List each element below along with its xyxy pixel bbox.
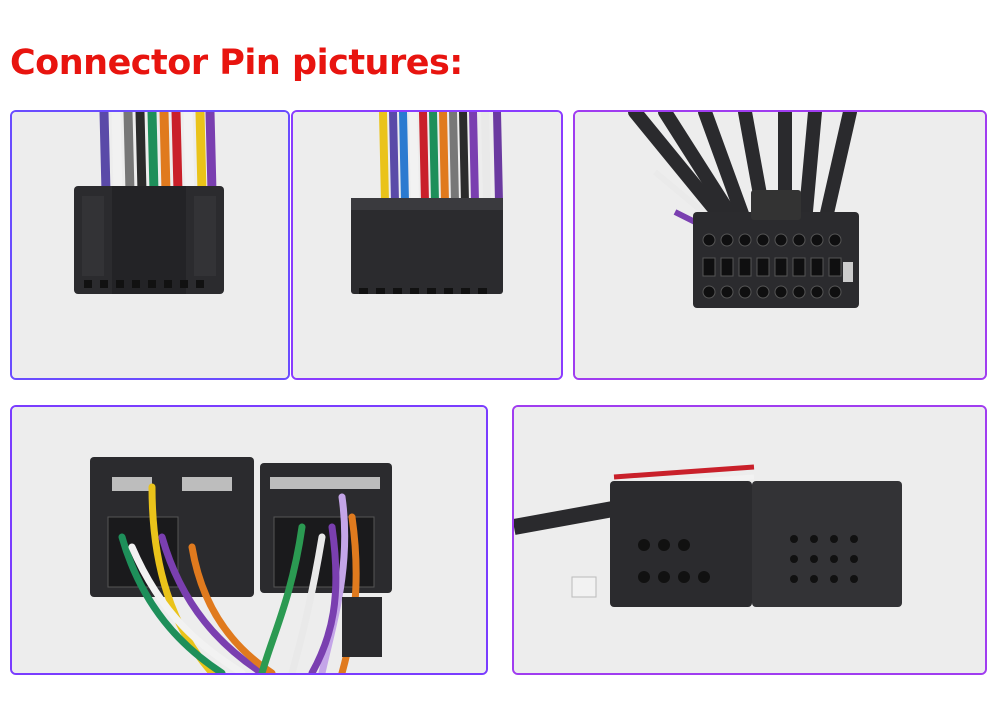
photo-16pin-connector-back xyxy=(291,110,563,380)
page-title: Connector Pin pictures: xyxy=(10,43,463,83)
photo-iso-connectors-front xyxy=(512,405,987,675)
photo-16pin-connector-front xyxy=(10,110,290,380)
photo-16pin-connector-face xyxy=(573,110,987,380)
photo-iso-connectors-wired xyxy=(10,405,488,675)
